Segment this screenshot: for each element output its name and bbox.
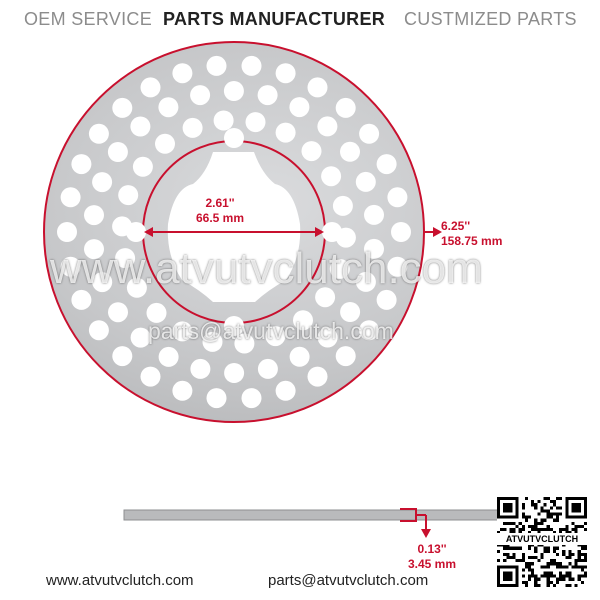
banner-customized-parts: CUSTMIZED PARTS [404,9,577,29]
inner-diameter-arrow [144,227,324,237]
thickness-inches: 0.13'' [417,542,447,556]
mount-holes [126,128,342,336]
qr-caption: ATVUTVCLUTCH [495,533,589,545]
thickness-mm: 3.45 mm [407,557,457,571]
inner-diameter-label: 2.61'' 66.5 mm [150,196,290,226]
inner-diameter-inches: 2.61'' [205,196,235,210]
thickness-label: 0.13'' 3.45 mm [402,542,462,572]
brake-disc-image [0,34,600,454]
thickness-marker [400,508,431,538]
footer-email-link[interactable]: parts@atvutvclutch.com [268,572,429,589]
disc-body [0,34,600,454]
banner-parts-manufacturer: PARTS MANUFACTURER [163,9,386,29]
footer-website-link[interactable]: www.atvutvclutch.com [46,572,194,589]
top-banner: OEM SERVICE PARTS MANUFACTURER CUSTMIZED… [0,0,600,34]
banner-oem-service: OEM SERVICE [24,9,152,29]
outer-diameter-arrow [424,227,442,237]
outer-diameter-inches: 6.25'' [441,219,471,233]
watermark-website: www.atvutvclutch.com [50,244,483,293]
outer-diameter-label: 6.25'' 158.75 mm [441,219,502,249]
outer-diameter-mm: 158.75 mm [441,234,503,248]
watermark-email: parts@atvutvclutch.com [148,318,394,344]
inner-diameter-mm: 66.5 mm [195,211,245,225]
disc-side-profile [123,508,500,538]
